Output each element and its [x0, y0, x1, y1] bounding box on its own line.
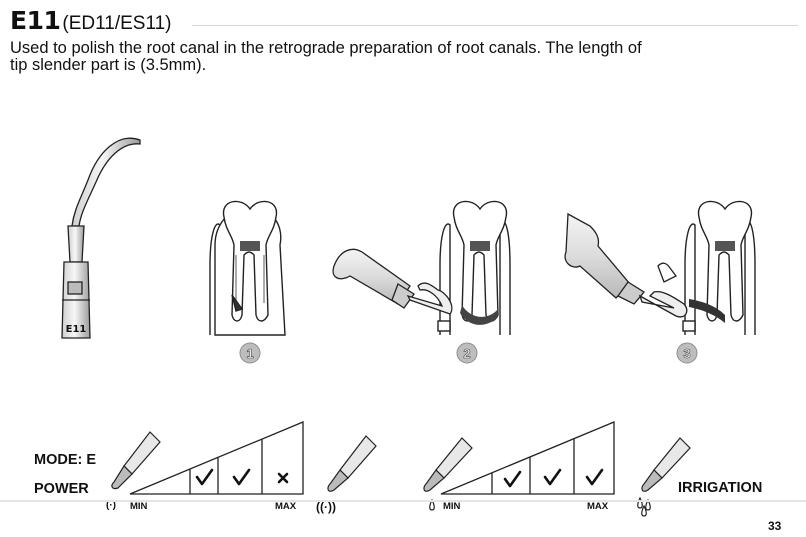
high-irrigation-handpiece-icon: [637, 437, 691, 517]
description-line-2: tip slender part is (3.5mm).: [10, 56, 207, 74]
tip-model-title: E11: [10, 6, 61, 35]
footer-divider: [0, 500, 806, 502]
step-markers: [239, 342, 698, 364]
step-number-3: 3: [683, 346, 690, 361]
mode-label: MODE: E: [34, 452, 97, 468]
handpiece-illustration-2: [332, 248, 453, 315]
power-label: POWER: [34, 481, 89, 497]
tip-model-aliases: (ED11/ES11): [62, 13, 172, 34]
title-divider: [192, 25, 798, 26]
description-line-1: Used to polish the root canal in the ret…: [10, 39, 642, 57]
svg-text:((·)): ((·)): [316, 500, 336, 514]
tip-label: E11: [66, 324, 87, 335]
power-level-wedge: [129, 421, 304, 495]
svg-text:(·): (·): [106, 500, 116, 511]
tip-description: Used to polish the root canal in the ret…: [10, 40, 790, 74]
step-number-1: 1: [246, 346, 253, 361]
irrigation-label: IRRIGATION: [678, 480, 763, 496]
power-min-label: MIN: [130, 501, 148, 512]
power-check-mark-1: [195, 468, 214, 486]
irrigation-level-wedge: [440, 421, 615, 495]
irrigation-check-mark-1: [503, 470, 522, 488]
irrigation-min-label: MIN: [443, 501, 461, 512]
irrigation-max-label: MAX: [587, 501, 609, 512]
power-level-marks: [195, 468, 289, 486]
tooth-diagram-1: [209, 200, 286, 336]
low-power-handpiece-icon: (·): [106, 431, 161, 511]
power-check-mark-2: [232, 468, 251, 486]
low-irrigation-handpiece-icon: [423, 437, 473, 511]
irrigation-level-marks: [503, 468, 604, 488]
power-max-label: MAX: [275, 501, 297, 512]
page-title: E11 (ED11/ES11): [10, 6, 172, 36]
irrigation-check-mark-3: [585, 468, 604, 486]
handpiece-illustration-3: [564, 212, 688, 318]
tooth-diagram-3: [682, 200, 756, 335]
tooth-diagram-2: [437, 200, 511, 335]
high-power-handpiece-icon: ((·)): [316, 435, 377, 514]
step-number-2: 2: [463, 346, 470, 361]
scaler-tip-illustration: [61, 137, 141, 339]
irrigation-check-mark-2: [543, 468, 562, 486]
power-cross-mark-3: [277, 472, 289, 484]
page-number: 33: [768, 519, 782, 533]
